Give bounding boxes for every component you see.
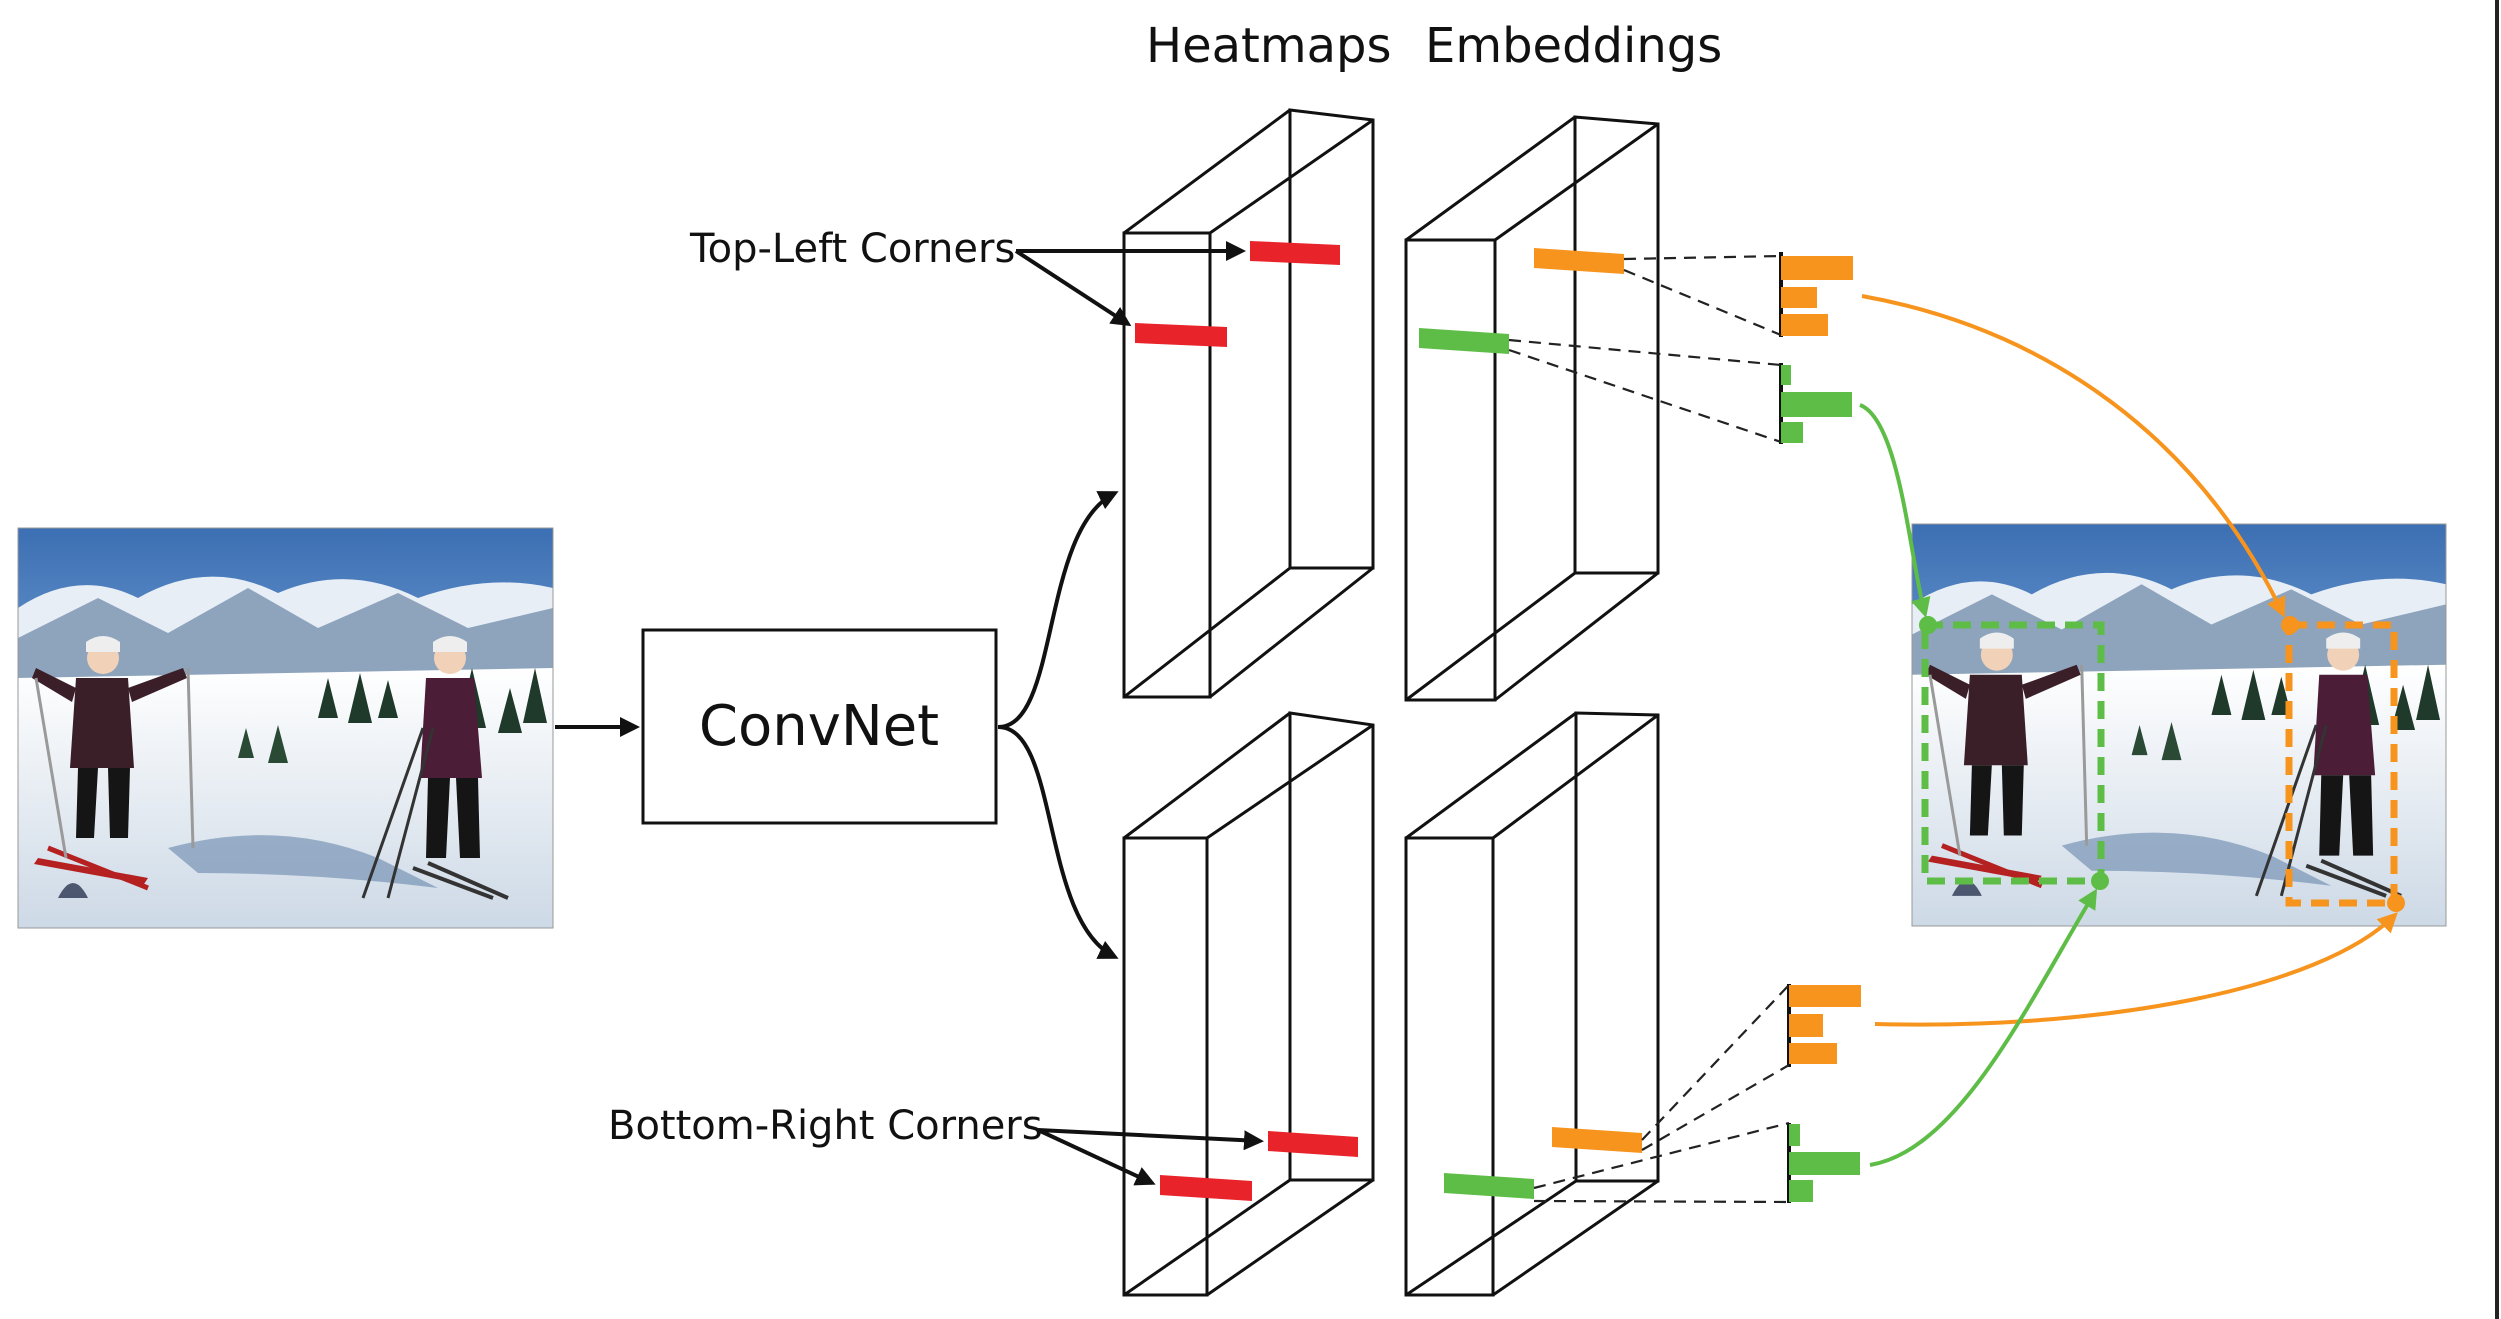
embeddings-header: Embeddings xyxy=(1425,18,1722,74)
convnet-label: ConvNet xyxy=(699,694,939,759)
histogram-bottom-green xyxy=(1787,1123,1860,1203)
embedding-mark-top-green xyxy=(1419,328,1509,354)
bottom-right-arrow-2 xyxy=(1037,1128,1156,1186)
top-left-arrow-2 xyxy=(1014,249,1132,327)
orange-top-curve-arrow xyxy=(1861,294,2286,618)
bottom-right-corners-label: Bottom-Right Corners xyxy=(608,1103,1043,1149)
embedding-mark-top-orange xyxy=(1534,248,1624,274)
convnet-to-bottom-branch-arrow xyxy=(997,725,1119,959)
heatmap-mark-top-left-2 xyxy=(1135,323,1227,347)
embedding-mark-bottom-green xyxy=(1444,1173,1534,1199)
green-bottom-right-point xyxy=(2091,872,2109,890)
bottom-right-arrow-1 xyxy=(1037,1128,1264,1151)
top-embedding-volume xyxy=(1404,115,1660,702)
convnet-to-top-branch-arrow xyxy=(997,491,1119,729)
heatmap-mark-top-left-1 xyxy=(1250,241,1340,265)
heatmap-mark-bottom-right-2 xyxy=(1160,1175,1252,1201)
embedding-to-histogram-connectors xyxy=(1508,254,1790,1204)
histogram-top-green xyxy=(1779,363,1852,444)
convnet-block: ConvNet xyxy=(641,628,998,825)
input-image xyxy=(17,527,554,929)
embedding-mark-bottom-orange xyxy=(1552,1127,1642,1153)
top-left-corners-label: Top-Left Corners xyxy=(689,226,1015,272)
histogram-top-orange xyxy=(1779,252,1853,337)
orange-bottom-right-point xyxy=(2387,894,2405,912)
orange-bounding-box xyxy=(2285,621,2398,907)
green-top-left-point xyxy=(1919,616,1937,634)
orange-top-left-point xyxy=(2281,616,2299,634)
heatmap-mark-bottom-right-1 xyxy=(1268,1131,1358,1157)
orange-bottom-curve-arrow xyxy=(1874,912,2398,1027)
bottom-embedding-volume xyxy=(1404,711,1660,1297)
top-heatmap-volume xyxy=(1122,108,1375,699)
output-image xyxy=(1911,523,2447,927)
bottom-heatmap-volume xyxy=(1122,711,1375,1297)
green-bounding-box xyxy=(1921,621,2105,885)
green-bottom-curve-arrow xyxy=(1869,888,2098,1167)
heatmaps-header: Heatmaps xyxy=(1146,18,1392,74)
histogram-bottom-orange xyxy=(1787,984,1861,1067)
green-top-curve-arrow xyxy=(1859,403,1931,618)
